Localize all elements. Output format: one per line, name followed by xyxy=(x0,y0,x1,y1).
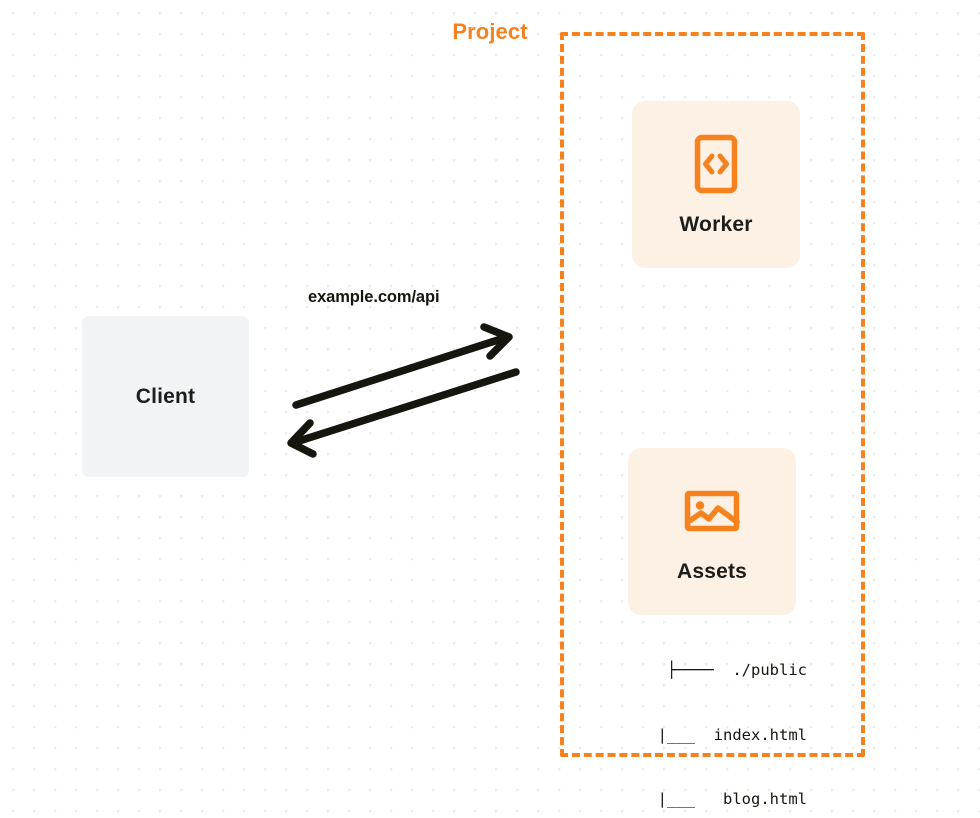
connection-label: example.com/api xyxy=(308,288,440,306)
file-tree-row: |___ blog.html xyxy=(620,790,807,808)
image-icon xyxy=(684,490,740,531)
assets-card[interactable]: Assets xyxy=(628,448,796,615)
file-tree: ├──── ./public |___ index.html |___ blog… xyxy=(609,617,807,818)
client-node[interactable]: Client xyxy=(82,316,249,477)
project-container xyxy=(560,32,865,757)
request-arrow xyxy=(292,323,513,409)
project-title: Project xyxy=(445,19,535,45)
client-node-label: Client xyxy=(135,384,196,408)
code-brackets-icon xyxy=(694,134,738,193)
file-tree-row: ├──── ./public xyxy=(667,661,807,679)
response-arrow xyxy=(287,368,520,458)
assets-card-label: Assets xyxy=(676,559,748,583)
worker-card-label: Worker xyxy=(679,212,753,236)
worker-card[interactable]: Worker xyxy=(632,101,800,268)
file-tree-row: |___ index.html xyxy=(620,725,807,744)
